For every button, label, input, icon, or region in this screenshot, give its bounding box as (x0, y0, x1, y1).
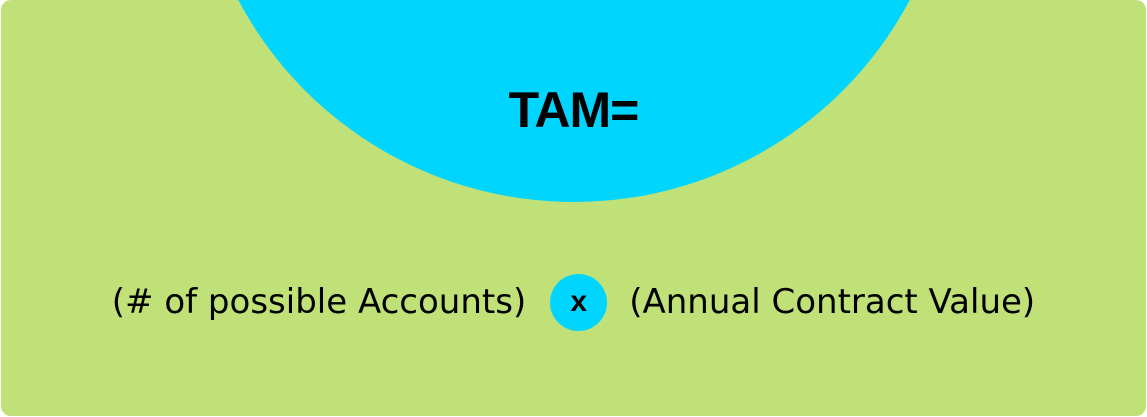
formula-title: TAM= (508, 82, 640, 138)
formula-row: (# of possible Accounts) x (Annual Contr… (1, 272, 1146, 332)
contract-value-term: (Annual Contract Value) (629, 282, 1036, 322)
operator-label: x (570, 285, 588, 318)
multiply-icon: x (550, 273, 608, 331)
accounts-term: (# of possible Accounts) (111, 282, 527, 322)
